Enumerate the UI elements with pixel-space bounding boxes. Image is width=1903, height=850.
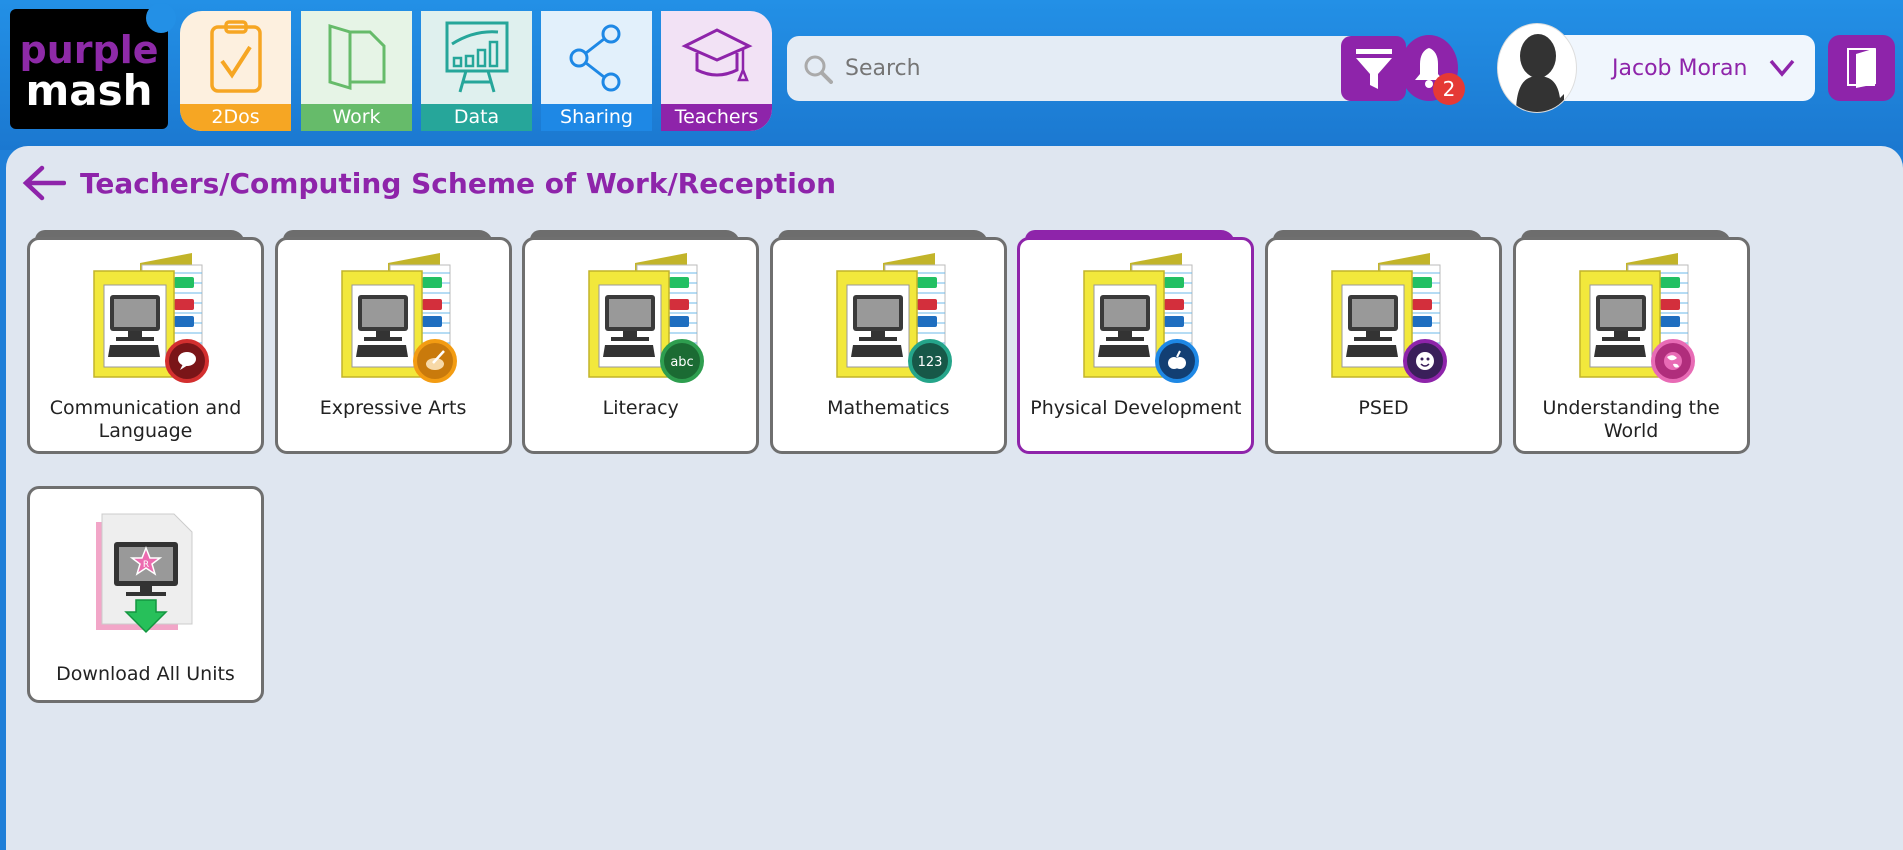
card-title: Mathematics	[827, 397, 950, 419]
chart-board-icon	[421, 11, 532, 103]
filter-button[interactable]	[1341, 36, 1406, 101]
nav-tab-work[interactable]: Work	[301, 11, 412, 131]
back-arrow-icon[interactable]	[22, 165, 66, 201]
nav-tab-data[interactable]: Data	[421, 11, 532, 131]
folder-icon	[301, 11, 412, 103]
unit-card[interactable]: Physical Development	[1017, 230, 1255, 454]
breadcrumb: Teachers/Computing Scheme of Work/Recept…	[22, 165, 836, 201]
nav-tab-2dos[interactable]: 2Dos	[180, 11, 291, 131]
unit-card[interactable]: abc Literacy	[522, 230, 760, 454]
user-silhouette-icon	[1516, 34, 1564, 112]
search-bar[interactable]	[787, 36, 1377, 101]
card-title: PSED	[1358, 397, 1409, 419]
notification-count-badge: 2	[1433, 73, 1465, 105]
nav-tab-label: Data	[421, 104, 532, 131]
user-menu[interactable]: Jacob Moran	[1530, 35, 1815, 101]
search-icon	[804, 55, 833, 84]
search-input[interactable]	[845, 56, 1245, 81]
nav-tab-label: Teachers	[661, 104, 772, 131]
svg-text:123: 123	[917, 355, 942, 370]
svg-text:R: R	[143, 560, 149, 570]
logout-button[interactable]	[1828, 35, 1895, 101]
nav-tab-label: 2Dos	[180, 104, 291, 131]
unit-card[interactable]: Communication and Language	[27, 230, 264, 454]
card-title: Literacy	[602, 397, 679, 419]
purple-mash-logo[interactable]: purple mash	[10, 3, 176, 129]
unit-card[interactable]: PSED	[1265, 230, 1502, 454]
nav-tab-label: Work	[301, 104, 412, 131]
avatar[interactable]	[1497, 23, 1577, 113]
nav-tab-sharing[interactable]: Sharing	[541, 11, 652, 131]
breadcrumb-path[interactable]: Teachers/Computing Scheme of Work/Recept…	[80, 166, 837, 200]
unit-card[interactable]: Expressive Arts	[274, 230, 512, 454]
door-exit-icon	[1846, 48, 1876, 88]
nav-tab-label: Sharing	[541, 104, 652, 131]
bell-icon	[1415, 48, 1443, 88]
unit-card[interactable]: Understanding the World	[1512, 230, 1750, 454]
card-title: Download All Units	[56, 663, 235, 685]
chevron-down-icon	[1770, 59, 1795, 77]
filter-icon	[1355, 48, 1392, 89]
user-name: Jacob Moran	[1612, 55, 1748, 81]
graduation-cap-icon	[661, 11, 772, 103]
logo-text-purple: purple	[19, 28, 159, 72]
card-title: Expressive Arts	[319, 397, 467, 419]
card-title: Physical Development	[1030, 397, 1242, 419]
clipboard-check-icon	[180, 11, 291, 103]
svg-text:abc: abc	[671, 355, 694, 370]
share-icon	[541, 11, 652, 103]
card-title: Communication and Language	[49, 397, 242, 442]
logo-text-mash: mash	[25, 66, 153, 115]
card-title: Understanding the World	[1542, 397, 1720, 442]
unit-card[interactable]: R Download All Units	[27, 486, 264, 703]
unit-card[interactable]: 123 Mathematics	[769, 230, 1007, 454]
nav-tab-teachers[interactable]: Teachers	[661, 11, 772, 131]
